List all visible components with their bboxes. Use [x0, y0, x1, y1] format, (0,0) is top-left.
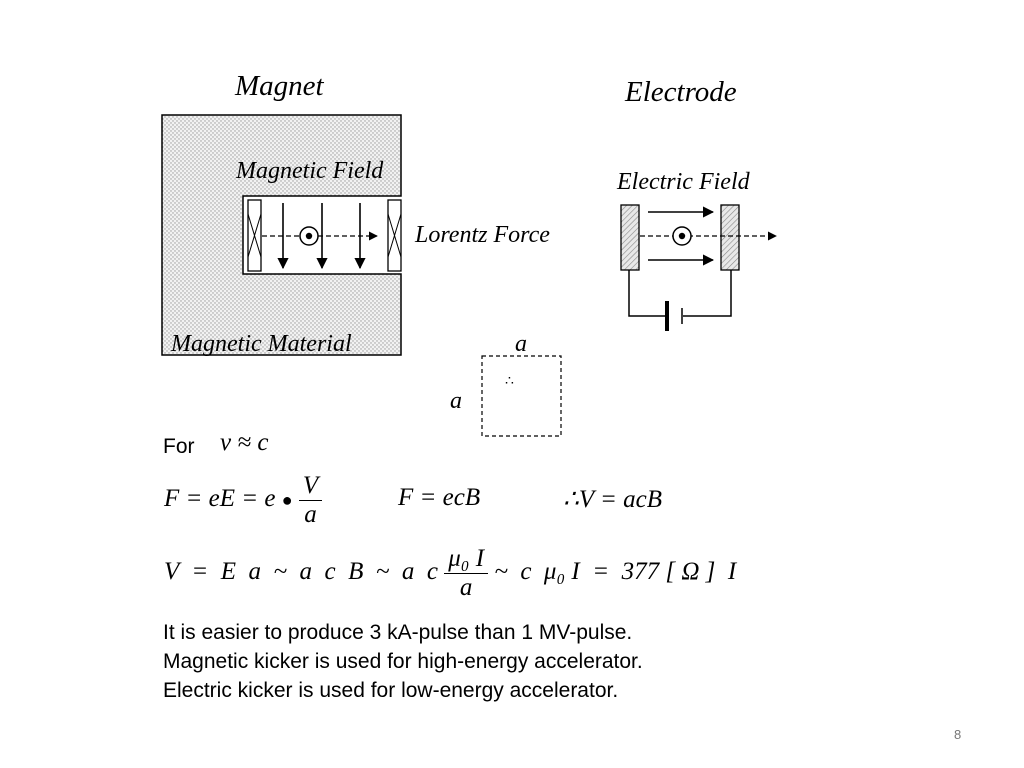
- magnet-title: Magnet: [235, 70, 324, 102]
- magnetic-material-label: Magnetic Material: [171, 331, 352, 357]
- text-line: Electric kicker is used for low-energy a…: [163, 679, 619, 702]
- explanation-text: It is easier to produce 3 kA-pulse than …: [163, 618, 643, 705]
- aperture-square: [481, 355, 562, 437]
- electrode-plate-right: [720, 204, 740, 271]
- for-label: For: [163, 435, 195, 458]
- eq4-denominator: a: [459, 574, 473, 601]
- magnet-coil-left: [247, 199, 262, 272]
- magnetic-field-label: Magnetic Field: [236, 158, 384, 184]
- beam-particle-magnet: [299, 226, 319, 246]
- side-a-top-label: a: [515, 331, 527, 357]
- equation-voltage: ∴V = acB: [563, 486, 662, 513]
- eq4-numerator: μ₀ I: [444, 545, 489, 574]
- therefore-mark: ∴: [505, 374, 514, 389]
- lorentz-force-label: Lorentz Force: [415, 222, 550, 248]
- eq4-fraction: μ₀ I a: [444, 545, 489, 602]
- electric-field-arrows: [648, 206, 715, 266]
- electrode-plate-left: [620, 204, 640, 271]
- text-line: It is easier to produce 3 kA-pulse than …: [163, 621, 633, 644]
- battery-circuit: [628, 270, 732, 331]
- eq4-part1: V = E a ~ a c B ~ a c: [164, 558, 438, 586]
- equation-equivalence: V = E a ~ a c B ~ a c μ₀ I a ~ c μ₀ I = …: [164, 545, 736, 602]
- eq1-denominator: a: [304, 501, 317, 528]
- beam-particle-electrode: [672, 226, 692, 246]
- electric-field-label: Electric Field: [617, 169, 750, 195]
- page-number: 8: [954, 727, 962, 742]
- electrode-title: Electrode: [625, 76, 737, 108]
- magnetic-material-body: [161, 114, 402, 356]
- text-line: Magnetic kicker is used for high-energy …: [163, 650, 643, 673]
- velocity-condition: v ≈ c: [220, 429, 269, 456]
- equation-magnetic-force: F = ecB: [398, 484, 481, 511]
- eq1-numerator: V: [298, 472, 323, 501]
- side-a-left-label: a: [450, 388, 462, 414]
- equation-electric-force: F = eE = e ● V a: [164, 472, 323, 529]
- eq4-part2: ~ c μ₀ I = 377 [ Ω ] I: [494, 558, 737, 586]
- magnet-coil-right: [387, 199, 402, 272]
- eq1-fraction: V a: [298, 472, 323, 529]
- bullet-dot: ●: [281, 490, 293, 511]
- eq1-left: F = eE = e: [164, 485, 276, 513]
